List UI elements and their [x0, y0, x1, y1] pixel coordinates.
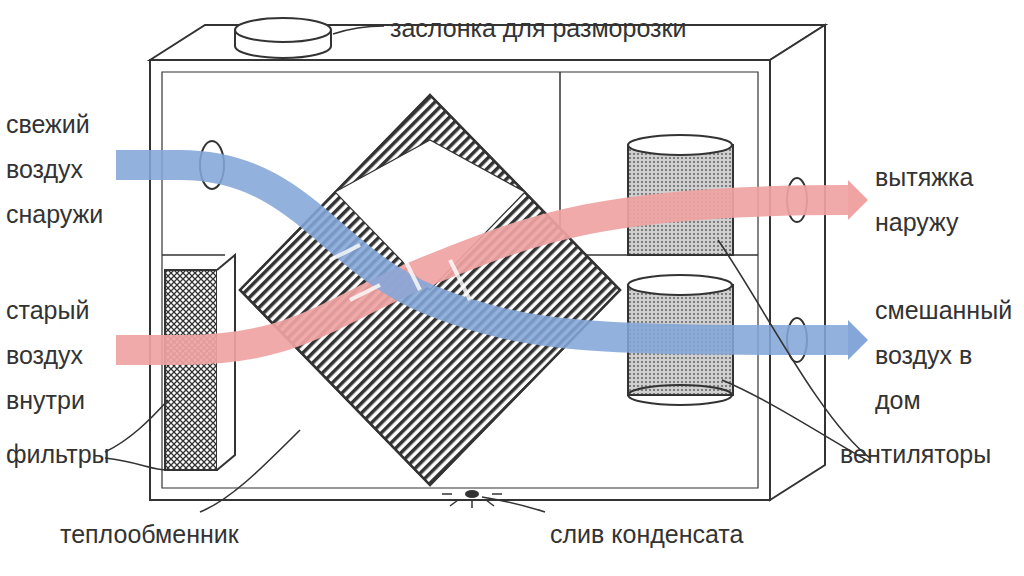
- callout-label: теплообменник: [60, 512, 239, 557]
- callout-label: слив конденсата: [550, 512, 743, 557]
- callout-label: вентиляторы: [840, 432, 991, 477]
- housing-inner: [162, 72, 758, 488]
- arrow-head: [848, 320, 868, 360]
- callout-label: смешанный воздух в дом: [875, 288, 1020, 423]
- callout-label: заслонка для разморозки: [390, 6, 686, 51]
- housing-front: [150, 60, 770, 500]
- weave-marks: [330, 245, 470, 300]
- fans: [628, 135, 733, 405]
- supply-stream: [116, 165, 848, 340]
- arrow-head: [848, 180, 868, 220]
- defrost-damper: [235, 18, 331, 58]
- callout-label: старый воздух внутри: [6, 288, 114, 423]
- callout-label: фильтры: [6, 432, 110, 477]
- callout-label: вытяжка наружу: [875, 155, 1020, 245]
- partition: [162, 254, 225, 256]
- callout-label: свежий воздух снаружи: [6, 102, 114, 237]
- leader-lines: [105, 26, 870, 512]
- air-streams: [116, 165, 868, 360]
- housing-side: [770, 25, 825, 500]
